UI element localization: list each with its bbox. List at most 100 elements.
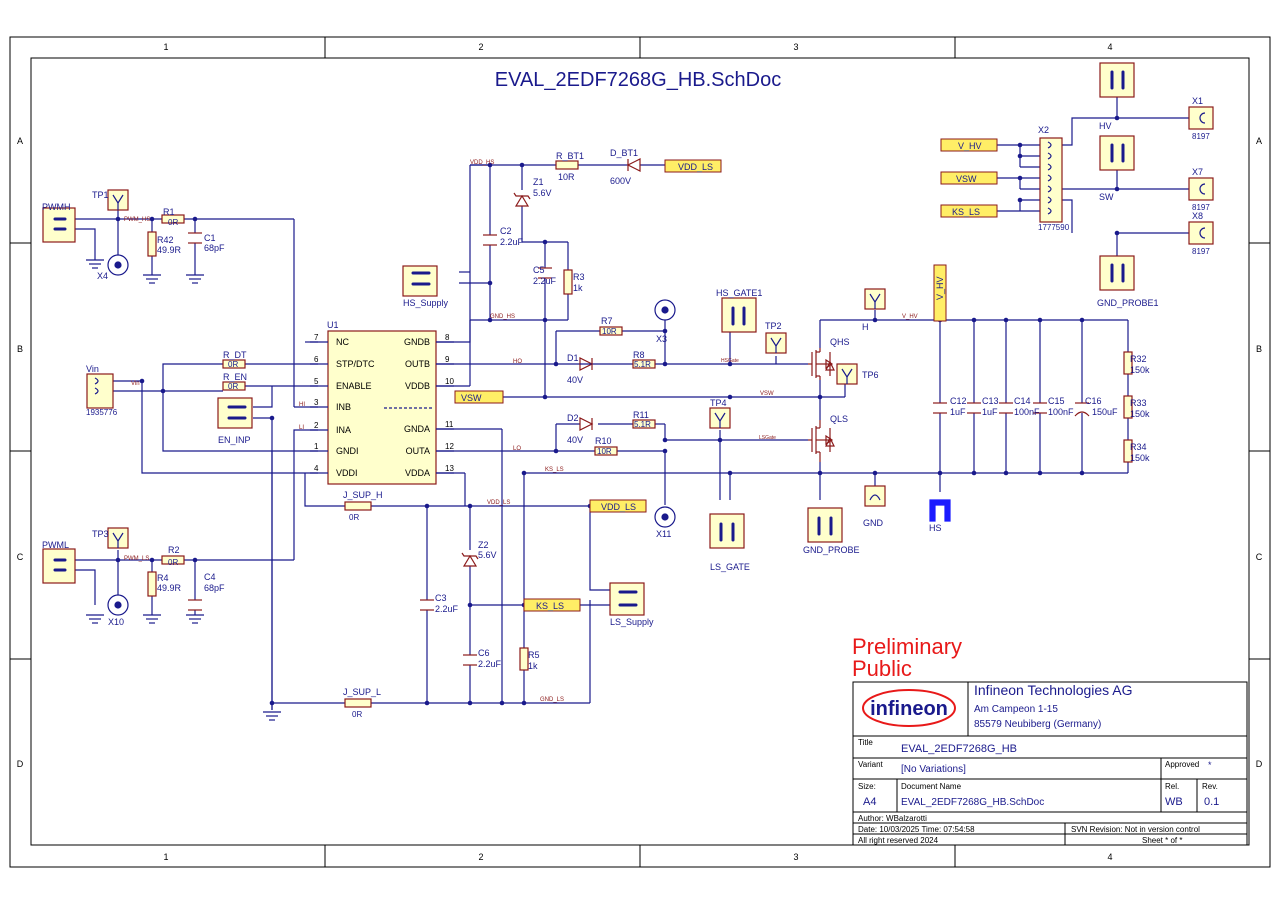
col-label-bottom: 3 (793, 852, 798, 862)
r8-label: R8 (633, 350, 645, 360)
c16-label: C16 (1085, 396, 1102, 406)
pwml-label: PWML (42, 540, 69, 550)
row-label-right: B (1256, 344, 1262, 354)
net-ports (454, 138, 998, 612)
u1-pin-stubs (310, 341, 454, 474)
gnd-probe-header (807, 507, 843, 543)
u1-pin-num: 6 (314, 355, 319, 364)
size-field-value: A4 (863, 796, 876, 808)
infineon-logo-swoosh (862, 689, 956, 727)
tp4-label: TP4 (710, 398, 727, 408)
x1-jack (1188, 106, 1214, 130)
tp3-label: TP3 (92, 529, 109, 539)
c13-value: 1uF (982, 407, 998, 417)
z2-label: Z2 (478, 540, 489, 550)
net-gnd-hs: GND_HS (490, 314, 515, 320)
r-bt1-label: R_BT1 (556, 151, 584, 161)
company-address-1: Am Campeon 1-15 (974, 704, 1058, 715)
z1-label: Z1 (533, 177, 544, 187)
r-en-resistor (222, 381, 246, 391)
title-field-value: EVAL_2EDF7268G_HB (901, 743, 1017, 755)
net-ks-ls: KS_LS (545, 467, 564, 473)
vin-part-number: 1935776 (86, 408, 118, 417)
net-li: LI (299, 425, 304, 431)
r-en-value: 0R (228, 382, 238, 391)
r5-resistor (519, 647, 529, 671)
d-bt1-value: 600V (610, 176, 631, 186)
row-label-left: C (17, 552, 24, 562)
x8-value: 8197 (1192, 247, 1210, 256)
j-sup-h-value: 0R (349, 513, 359, 522)
u1-pin-name: VDDA (405, 468, 430, 478)
u1-pin-num: 11 (445, 420, 454, 429)
title-block (852, 681, 1248, 846)
date-time-field: Date: 10/03/2025 Time: 07:54:58 (858, 825, 975, 834)
d1-value: 40V (567, 375, 583, 385)
c5-label: C5 (533, 265, 545, 275)
j-sup-l-resistor (344, 698, 372, 708)
title-field-label: Title (858, 738, 873, 747)
u1-pin-num: 9 (445, 355, 450, 364)
col-label-top: 2 (478, 42, 483, 52)
net-ho: HO (513, 359, 522, 365)
r33-label: R33 (1130, 398, 1147, 408)
u1-pin-name: VDDI (336, 468, 358, 478)
ls-supply-label: LS_Supply (610, 617, 654, 627)
r7-label: R7 (601, 316, 613, 326)
h-label: H (862, 322, 869, 332)
hs-supply-header (402, 265, 438, 297)
vin-and-x2-pins (94, 141, 1052, 395)
u1-pin-name: VDDB (405, 381, 430, 391)
r7-value: 10R (602, 327, 617, 336)
r-bt1-resistor (555, 160, 579, 170)
port-x2-ks-ls: KS_LS (952, 207, 980, 217)
j-sup-h-label: J_SUP_H (343, 490, 383, 500)
company-name: Infineon Technologies AG (974, 682, 1133, 698)
c4-label: C4 (204, 572, 216, 582)
net-vsw: VSW (760, 391, 774, 397)
u1-pin-num: 5 (314, 377, 319, 386)
r-dt-label: R_DT (223, 350, 247, 360)
d1-label: D1 (567, 353, 579, 363)
r8-value: 5.1R (634, 360, 651, 369)
hs-supply-label: HS_Supply (403, 298, 449, 308)
x1-label: X1 (1192, 96, 1203, 106)
coax-probes (107, 254, 676, 616)
tp1-label: TP1 (92, 190, 109, 200)
qls-label: QLS (830, 414, 848, 424)
tp2-label: TP2 (765, 321, 782, 331)
col-label-top: 3 (793, 42, 798, 52)
r32-label: R32 (1130, 354, 1147, 364)
col-label-bottom: 4 (1107, 852, 1112, 862)
variant-field-value: [No Variations] (901, 764, 966, 775)
u1-pin-num: 10 (445, 377, 454, 386)
r33-resistor (1123, 395, 1133, 419)
tp6-label: TP6 (862, 370, 879, 380)
r8-resistor (632, 359, 656, 369)
d2-label: D2 (567, 413, 579, 423)
z2-value: 5.6V (478, 550, 497, 560)
headers (42, 62, 1135, 616)
port-v-hv: V_HV (935, 276, 945, 300)
en-inp-label: EN_INP (218, 435, 251, 445)
net-hi: HI (299, 402, 305, 408)
sw-header (1099, 135, 1135, 171)
rev-field-value: 0.1 (1204, 796, 1219, 808)
port-vdd-ls-top: VDD_LS (678, 162, 713, 172)
port-vsw: VSW (461, 393, 482, 403)
qhs-mosfet (808, 348, 835, 380)
infineon-logo-text: infineon (870, 698, 948, 720)
x8-label: X8 (1192, 211, 1203, 221)
x2-terminal-block (1039, 137, 1063, 223)
u1-pin-num: 4 (314, 464, 319, 473)
gnd-testpoint (864, 485, 886, 507)
pwml-connector (42, 548, 76, 584)
u1-ref: U1 (327, 320, 339, 330)
hv-header (1099, 62, 1135, 98)
x3-label: X3 (656, 334, 667, 344)
gnd-probe1-header (1099, 255, 1135, 291)
c2-value: 2.2uF (500, 237, 524, 247)
net-pwm-ls: PWM_LS (124, 556, 149, 562)
r1-resistor (161, 214, 185, 224)
